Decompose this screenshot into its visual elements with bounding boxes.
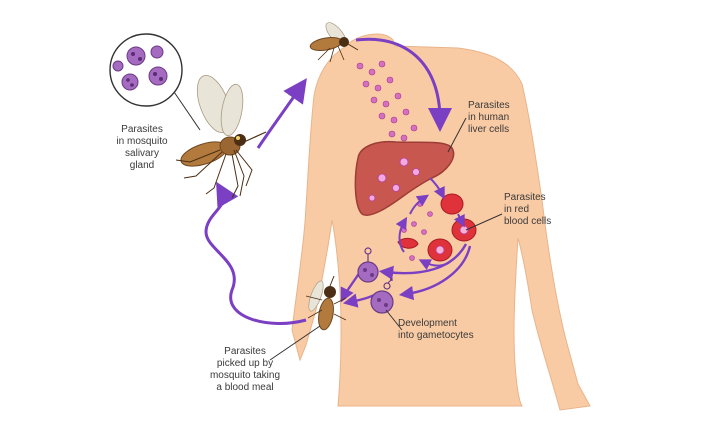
liver-parasites	[368, 157, 420, 202]
human-body	[291, 33, 591, 411]
mosquito-main	[175, 75, 267, 199]
label-red-blood-cells: Parasites in red blood cells	[504, 192, 552, 227]
label-salivary-gland: Parasites in mosquito salivary gland	[116, 124, 168, 171]
sporozoites	[356, 60, 418, 142]
arrow-to-liver	[355, 37, 452, 132]
label-liver-cells: Parasites in human liver cells	[468, 100, 510, 135]
mosquito-blood-meal	[305, 275, 347, 331]
leader-lines	[269, 117, 503, 361]
arrow-to-bite	[256, 78, 307, 149]
salivary-gland-inset	[109, 33, 201, 131]
label-blood-meal-pickup: Parasites picked up by mosquito taking a…	[209, 346, 281, 393]
arrow-wavy-return	[204, 181, 307, 325]
label-gametocytes: Development into gametocytes	[398, 318, 474, 341]
liver	[354, 140, 455, 216]
mosquito-biting	[309, 22, 359, 63]
gametocytes	[357, 247, 394, 314]
